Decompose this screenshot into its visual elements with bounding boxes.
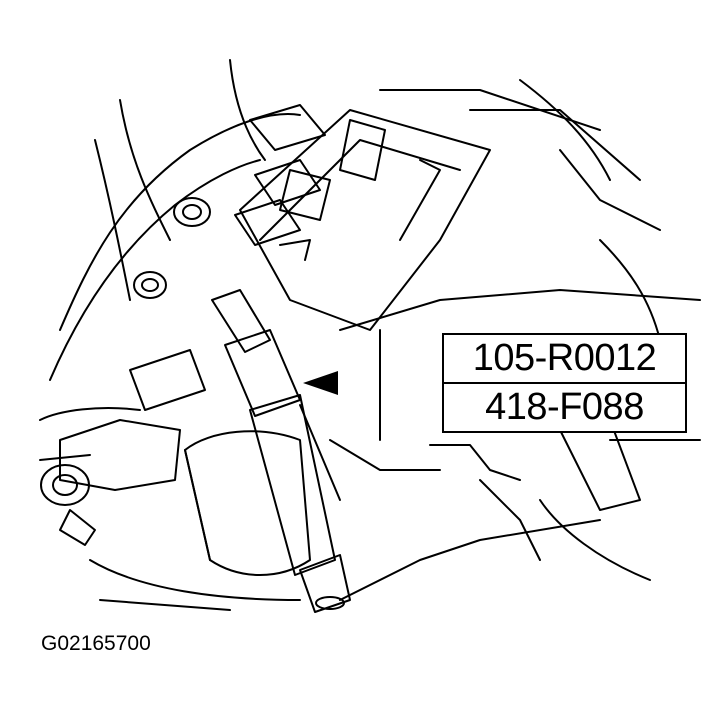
steering-wheel-nut xyxy=(40,464,90,506)
pointer-arrow xyxy=(303,371,338,395)
wiring-harness xyxy=(59,113,301,331)
tool-number-callout: 105-R0012 418-F088 xyxy=(442,333,687,433)
bracket-housing xyxy=(239,109,491,331)
connector-upper xyxy=(249,104,326,151)
rubber-mount-upper xyxy=(173,197,211,227)
column-shroud xyxy=(184,430,311,576)
connector-lower xyxy=(234,199,301,246)
wiring-harness-lower xyxy=(49,159,261,381)
rubber-mount-lower xyxy=(133,271,167,299)
tool-number-primary: 105-R0012 xyxy=(472,337,657,379)
tool-number-secondary: 418-F088 xyxy=(444,382,685,431)
bracket-right xyxy=(559,419,641,511)
steering-column-tool xyxy=(211,289,271,353)
dash-panel xyxy=(339,289,701,331)
figure-id: G02165700 xyxy=(41,632,151,655)
